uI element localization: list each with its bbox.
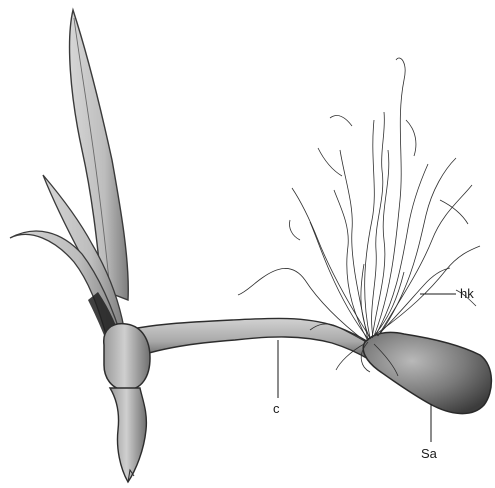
label-sa: Sa <box>421 446 438 461</box>
radicle <box>110 388 146 482</box>
label-hk: hk <box>460 286 474 301</box>
seed <box>363 332 491 413</box>
base-node <box>104 324 150 390</box>
label-c: c <box>273 401 280 416</box>
cotyledon-stalk <box>118 318 375 360</box>
